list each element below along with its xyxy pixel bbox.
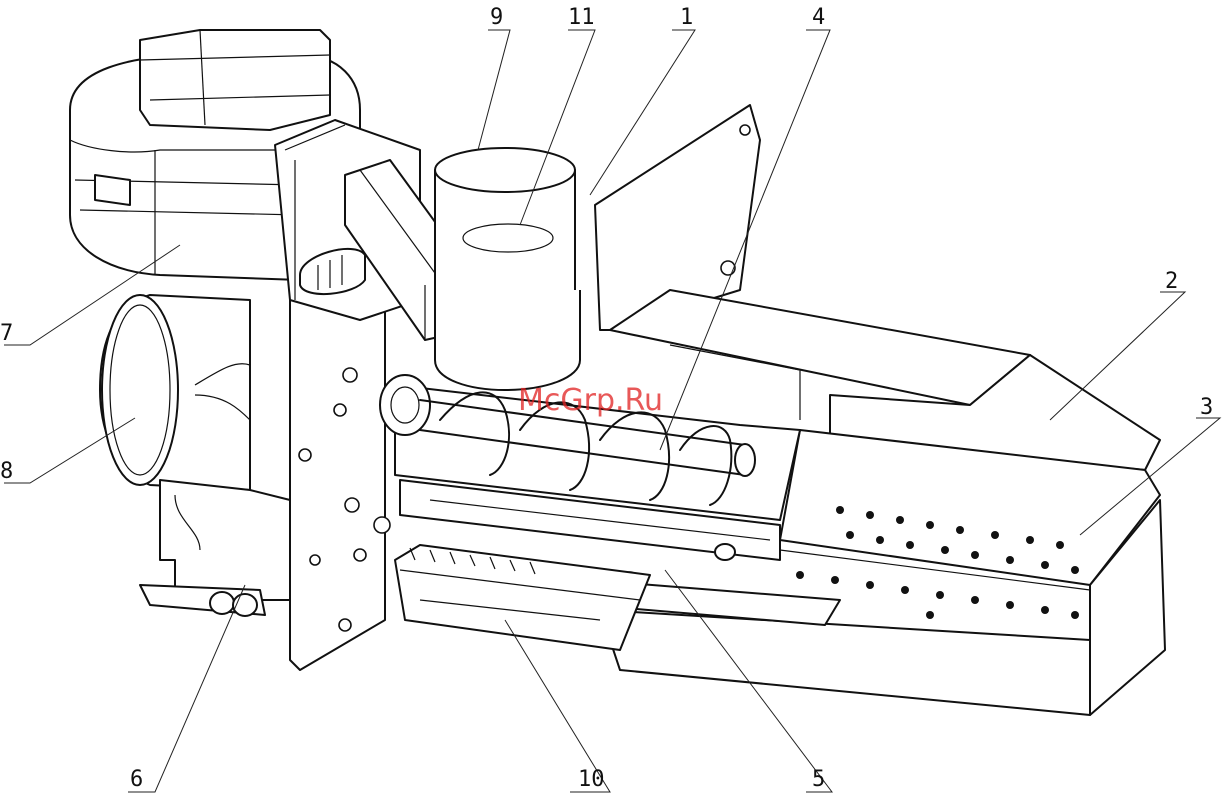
callout-3: 3 — [1200, 395, 1213, 420]
callout-8: 8 — [0, 459, 13, 484]
lower-frame — [140, 480, 290, 616]
callout-5: 5 — [812, 767, 825, 792]
callout-1: 1 — [680, 5, 693, 30]
callout-9: 9 — [490, 5, 503, 30]
callout-4: 4 — [812, 5, 825, 30]
motor-cap — [140, 30, 330, 130]
callout-6: 6 — [130, 767, 143, 792]
callout-2: 2 — [1165, 269, 1178, 294]
callout-11: 11 — [568, 5, 595, 30]
callout-7: 7 — [0, 321, 13, 346]
watermark-text: McGrp.Ru — [518, 383, 663, 418]
fuel-inlet-pipe — [435, 148, 580, 390]
motor-cylinder — [100, 295, 250, 490]
mounting-plate — [290, 285, 385, 670]
ash-drawer — [395, 545, 650, 650]
callout-10: 10 — [578, 767, 605, 792]
